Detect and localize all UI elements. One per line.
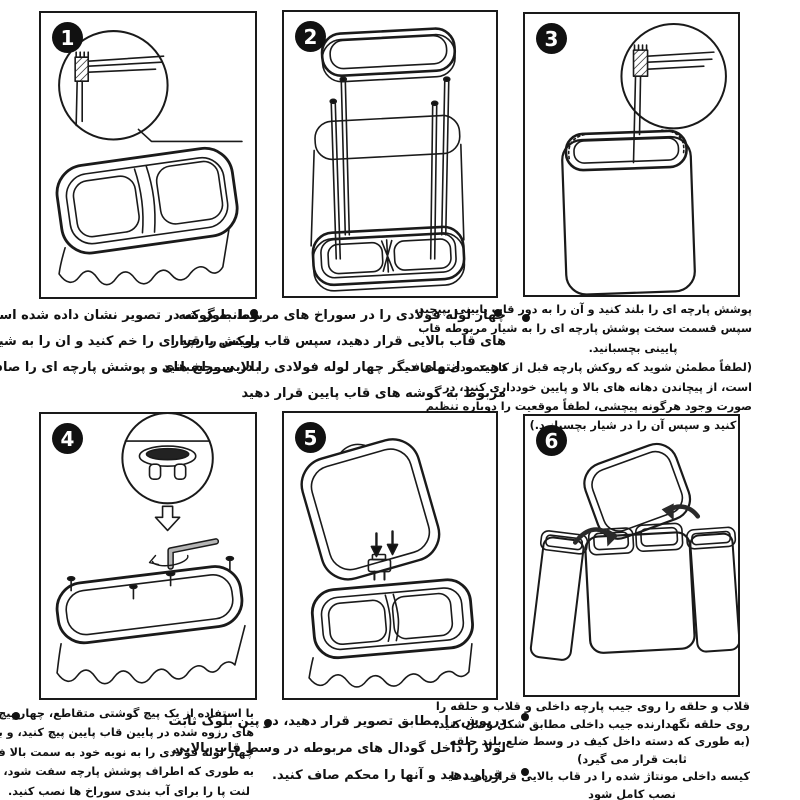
step-6-caption: قلاب و حلقه را روی جیب پارچه داخلی و قلا… bbox=[434, 698, 750, 800]
step-5-illustration bbox=[300, 438, 474, 688]
hinge-arrows bbox=[370, 530, 399, 558]
step-4-number-badge: 4 bbox=[52, 423, 83, 454]
bullet-marker bbox=[264, 719, 272, 727]
step-number: 4 bbox=[60, 426, 75, 451]
two-compartment-top-frame bbox=[55, 146, 239, 255]
step-2-illustration bbox=[310, 27, 466, 292]
step-1-caption: همانطور که در تصویر نشان داده شده است لب… bbox=[0, 303, 260, 381]
top-frame-ring bbox=[320, 27, 457, 83]
instruction-text: قلاب و حلقه را روی جیب پارچه داخلی و قلا… bbox=[434, 699, 750, 766]
leader-line bbox=[137, 128, 243, 143]
step-3-illustration bbox=[561, 23, 727, 295]
hinge-block bbox=[367, 553, 392, 581]
instruction-text: با استفاده از یک پیچ گوشتی متقاطع، چهار … bbox=[0, 707, 254, 798]
instruction-text: کیسه داخلی مونتاژ شده را در قاب بالایی ق… bbox=[450, 769, 750, 800]
step-5-number-badge: 5 bbox=[295, 422, 326, 453]
fabric-skirt bbox=[308, 643, 473, 688]
insert-arrows bbox=[572, 503, 701, 547]
step-1-panel: 1 bbox=[39, 11, 257, 299]
open-lid bbox=[300, 438, 441, 581]
step-3-number-badge: 3 bbox=[536, 23, 567, 54]
right-liner-bag bbox=[686, 526, 738, 653]
bottom-frame bbox=[311, 225, 466, 292]
top-frame-ring bbox=[55, 565, 244, 645]
bullet-marker bbox=[522, 314, 530, 322]
instruction-text: درپوش را مطابق تصویر قرار دهید، دو پین ب… bbox=[168, 714, 506, 783]
instruction-text: همانطور که در تصویر نشان داده شده است لب… bbox=[0, 308, 260, 375]
step-number: 6 bbox=[544, 428, 559, 453]
corner-detail-zoom-circle bbox=[58, 30, 169, 141]
fabric-wrapped-body bbox=[561, 129, 696, 295]
corner-detail-zoom-circle bbox=[620, 23, 727, 164]
step-1-illustration bbox=[55, 30, 243, 286]
step-4-caption: با استفاده از یک پیچ گوشتی متقاطع، چهار … bbox=[0, 704, 254, 800]
step-6-number-badge: 6 bbox=[536, 425, 567, 456]
step-number: 5 bbox=[303, 425, 318, 450]
step-1-number-badge: 1 bbox=[52, 22, 83, 53]
transparent-body-outline bbox=[310, 114, 465, 247]
step-6-illustration bbox=[529, 442, 738, 661]
step-number: 1 bbox=[60, 25, 75, 50]
screw-being-driven bbox=[165, 570, 176, 587]
foot-pad-zoom-circle bbox=[121, 414, 214, 505]
step-5-panel: 5 bbox=[282, 411, 498, 700]
two-compartment-top-frame bbox=[310, 578, 474, 660]
step-3-panel: 3 bbox=[523, 12, 740, 297]
step-2-number-badge: 2 bbox=[295, 21, 326, 52]
hamper-body bbox=[584, 522, 696, 654]
step-2-panel: 2 bbox=[282, 10, 498, 298]
bullet-marker bbox=[521, 713, 529, 721]
left-liner-bag bbox=[529, 530, 589, 661]
step-6-panel: 6 bbox=[523, 414, 740, 697]
fabric-skirt bbox=[56, 624, 246, 685]
step-5-caption: درپوش را مطابق تصویر قرار دهید، دو پین ب… bbox=[168, 708, 506, 789]
step-number: 2 bbox=[303, 24, 318, 49]
step-4-panel: 4 bbox=[39, 412, 257, 700]
down-arrow-icon bbox=[154, 505, 181, 532]
bullet-marker bbox=[250, 309, 258, 317]
step-number: 3 bbox=[544, 26, 559, 51]
step-4-illustration bbox=[55, 414, 246, 685]
fabric-skirt bbox=[58, 228, 230, 286]
bullet-marker bbox=[12, 712, 20, 720]
allen-key-icon bbox=[148, 538, 220, 570]
corner-screws bbox=[66, 555, 235, 600]
instruction-text: پوشش پارچه ای را بلند کنید و آن را به دو… bbox=[406, 303, 752, 433]
bullet-marker bbox=[521, 768, 529, 776]
step-3-caption: پوشش پارچه ای را بلند کنید و آن را به دو… bbox=[406, 300, 752, 436]
bullet-marker bbox=[494, 309, 502, 317]
